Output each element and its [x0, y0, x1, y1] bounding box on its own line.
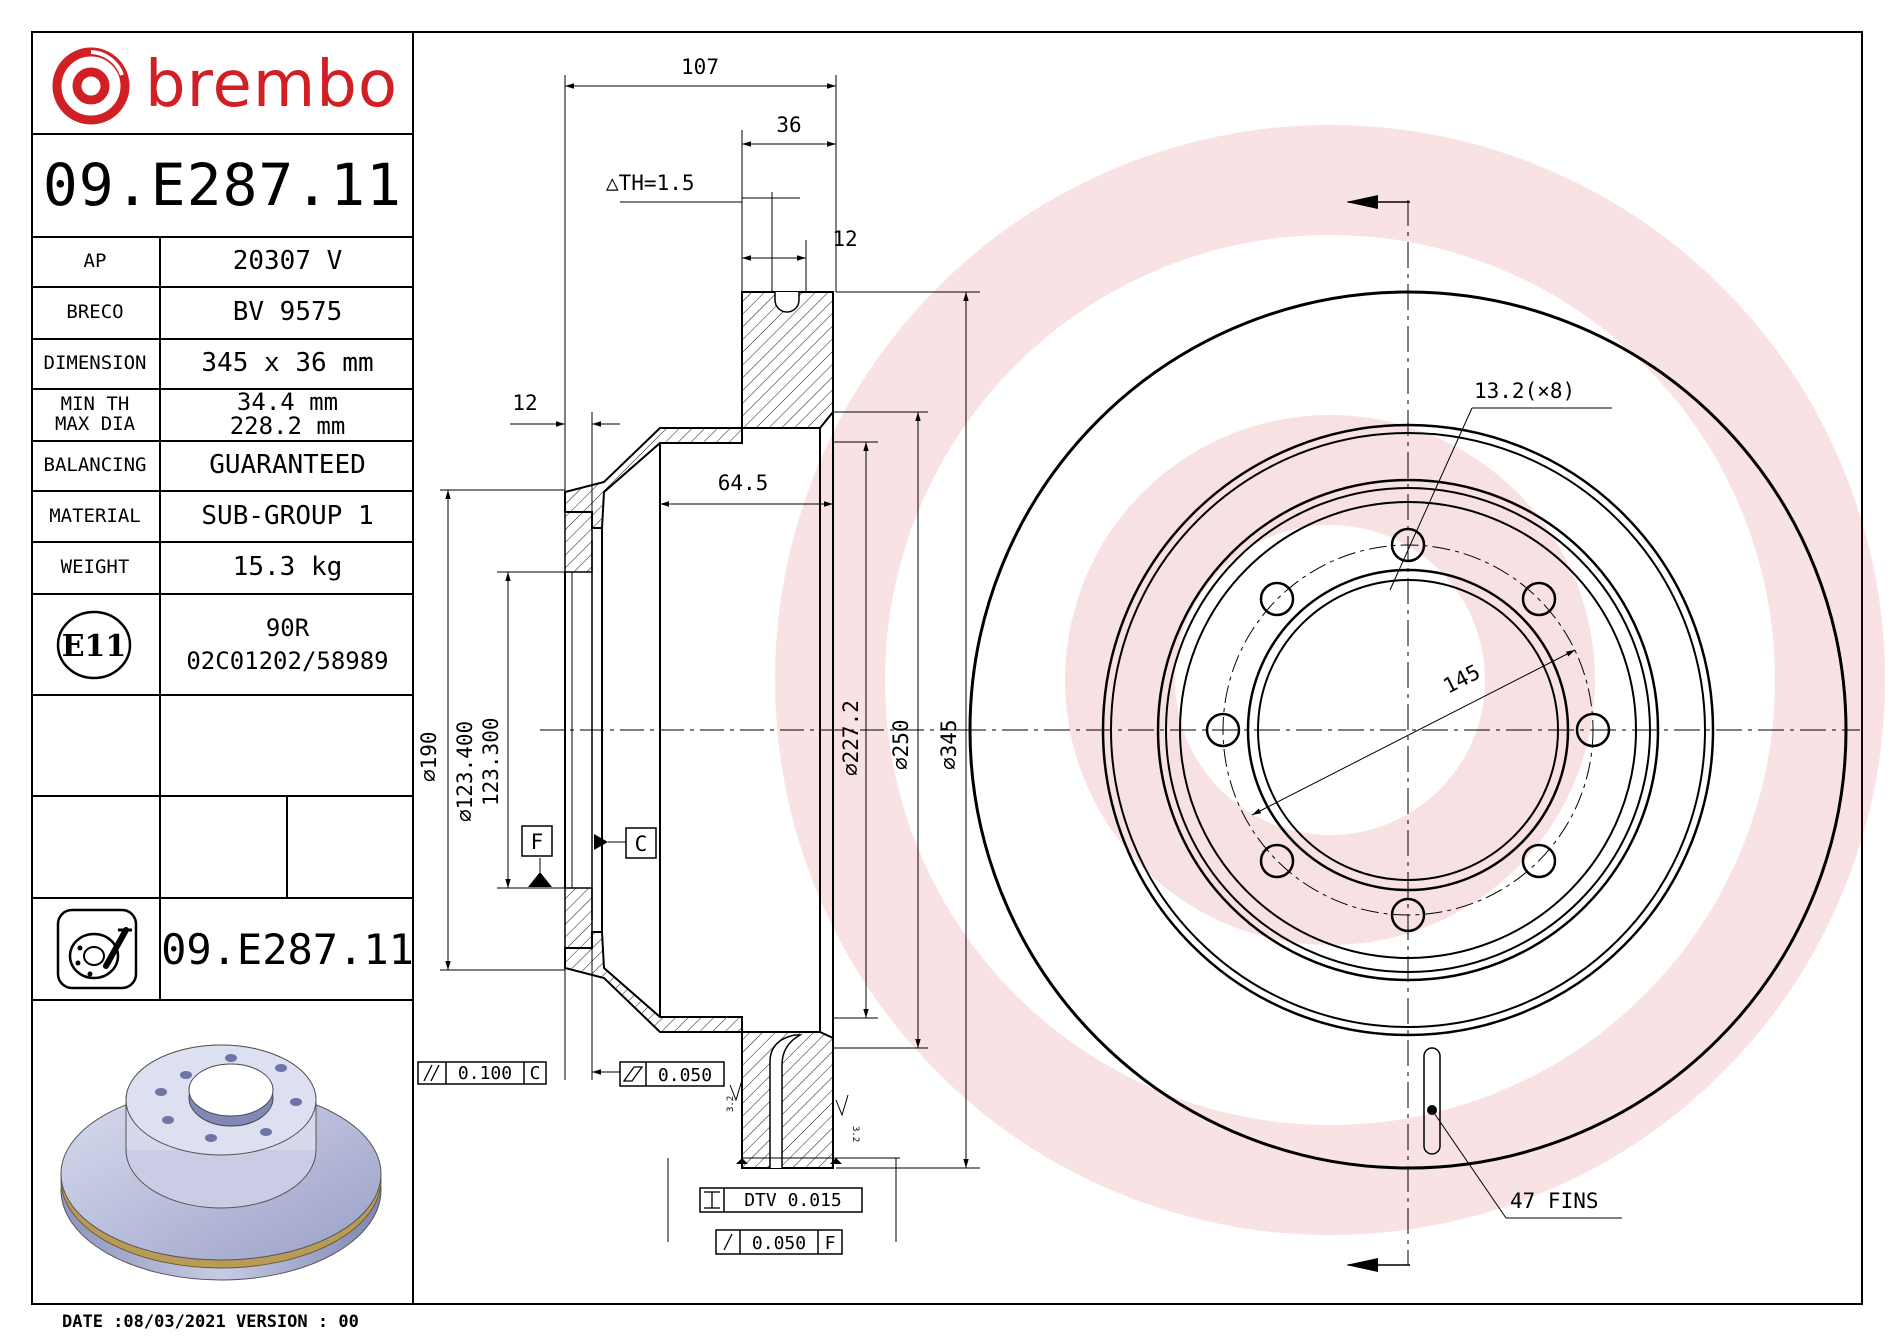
- disc-render-image: [60, 1044, 382, 1281]
- approval-number: 90R 02C01202/58989: [186, 614, 389, 675]
- spec-label: WEIGHT: [60, 556, 130, 578]
- dim-dia-123-lower: 123.300: [479, 717, 503, 806]
- icon-row-part-number: 09.E287.11: [161, 924, 414, 974]
- dim-12-top: 12: [832, 227, 857, 251]
- dtv-frame: [699, 1187, 863, 1213]
- dim-64-5: 64.5: [718, 471, 769, 495]
- brembo-watermark-icon: [775, 125, 1885, 1235]
- spec-value: 345 x 36 mm: [201, 348, 374, 378]
- dim-36: 36: [776, 113, 801, 137]
- front-view: [960, 200, 1860, 1266]
- datum-f-box: [521, 825, 553, 857]
- spec-label: DIMENSION: [43, 352, 147, 374]
- approval-mark-icon: E11: [56, 610, 132, 680]
- spec-label: MATERIAL: [49, 504, 141, 527]
- dim-dia-227: ⌀227.2: [839, 700, 863, 776]
- drawing-frame: [31, 31, 1863, 1305]
- tol-parallel: 0.100: [458, 1063, 512, 1084]
- datum-f-label: F: [531, 830, 544, 854]
- part-number: 09.E287.11: [42, 151, 403, 219]
- spec-label: MIN TH MAX DIA: [54, 393, 136, 435]
- dim-pcd-145: 145: [1439, 660, 1484, 699]
- spec-label: BALANCING: [43, 454, 147, 476]
- dim-12-hat: 12: [512, 391, 537, 415]
- spec-value: BV 9575: [232, 297, 343, 327]
- tol-dtv: DTV 0.015: [744, 1190, 842, 1211]
- spec-label: AP: [83, 250, 107, 272]
- approval-mark: E11: [62, 629, 127, 664]
- spec-value: GUARANTEED: [209, 450, 366, 480]
- disc-drilling-icon: [56, 908, 138, 990]
- dim-dia-190: ⌀190: [417, 731, 441, 782]
- spec-value: 15.3 kg: [232, 552, 343, 582]
- spec-panel: [31, 31, 414, 1305]
- dim-delta-th: △TH=1.5: [606, 171, 695, 195]
- tol-runout-ref: F: [825, 1233, 836, 1254]
- tol-runout: 0.050: [752, 1233, 806, 1254]
- parallelism-frame: [417, 1061, 547, 1085]
- dim-107: 107: [681, 55, 719, 79]
- datum-c-label: C: [635, 832, 648, 856]
- spec-value: 20307 V: [232, 246, 343, 276]
- roughness-left: 3.2: [726, 1096, 736, 1112]
- spec-value: SUB-GROUP 1: [201, 500, 374, 531]
- dim-bolt-holes: 13.2(×8): [1474, 379, 1575, 403]
- brand-name: brembo: [145, 48, 399, 122]
- dim-dia-345: ⌀345: [937, 719, 961, 770]
- datum-c-box: [625, 827, 657, 859]
- datum-c-triangle: [594, 834, 608, 850]
- datum-f-triangle: [528, 872, 552, 887]
- dim-dia-250: ⌀250: [889, 719, 913, 770]
- tol-parallel-ref: C: [530, 1063, 541, 1084]
- footer-date-version: DATE :08/03/2021 VERSION : 00: [62, 1312, 359, 1332]
- tol-flatness: 0.050: [658, 1065, 712, 1086]
- spec-value: 34.4 mm 228.2 mm: [229, 388, 346, 440]
- brembo-logo-icon: [52, 47, 130, 125]
- roughness-right: 3.2: [850, 1126, 860, 1142]
- dim-dia-123: ⌀123.400: [453, 721, 477, 822]
- spec-label: BRECO: [66, 301, 124, 323]
- fins-label: 47 FINS: [1510, 1189, 1599, 1213]
- runout-frame: [715, 1229, 843, 1255]
